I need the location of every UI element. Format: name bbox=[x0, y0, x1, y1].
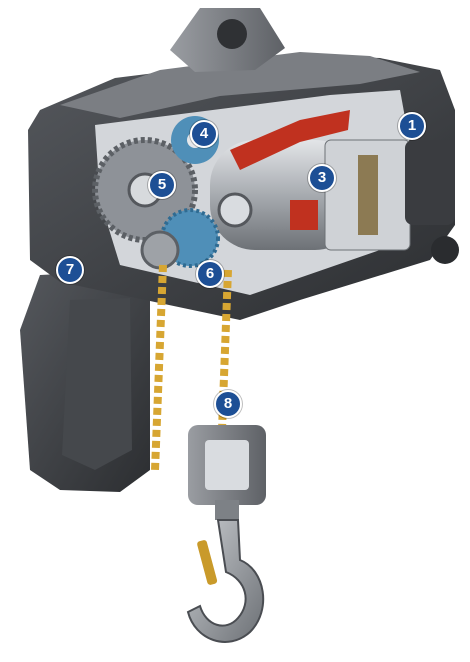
housing-top bbox=[60, 52, 420, 118]
marker-8: 8 bbox=[214, 390, 242, 418]
marker-5-label: 5 bbox=[157, 176, 167, 193]
marker-8-label: 8 bbox=[223, 395, 233, 412]
suspension-hole bbox=[217, 19, 247, 49]
marker-3-label: 3 bbox=[317, 169, 327, 186]
drive-shaft-end bbox=[217, 192, 253, 228]
marker-6-label: 6 bbox=[205, 265, 215, 282]
load-hook bbox=[186, 519, 265, 643]
plug-housing bbox=[405, 140, 455, 225]
motor-red-block bbox=[290, 200, 318, 230]
marker-5: 5 bbox=[148, 171, 176, 199]
marker-4: 4 bbox=[190, 120, 218, 148]
motor-red-casing bbox=[230, 110, 350, 170]
marker-3: 3 bbox=[308, 164, 336, 192]
marker-1-label: 1 bbox=[407, 117, 417, 134]
marker-7-label: 7 bbox=[65, 261, 75, 278]
cable-gland bbox=[431, 236, 459, 264]
marker-7: 7 bbox=[56, 256, 84, 284]
chain-left bbox=[151, 264, 167, 471]
hook-safety-latch bbox=[197, 540, 218, 585]
marker-4-label: 4 bbox=[199, 125, 209, 142]
hook-swivel bbox=[215, 500, 239, 520]
chain-container-inner bbox=[62, 298, 132, 470]
terminal-strip bbox=[358, 155, 378, 235]
bottom-block-window bbox=[205, 440, 249, 490]
chain-sprocket bbox=[140, 230, 180, 270]
marker-1: 1 bbox=[398, 112, 426, 140]
marker-6: 6 bbox=[196, 260, 224, 288]
